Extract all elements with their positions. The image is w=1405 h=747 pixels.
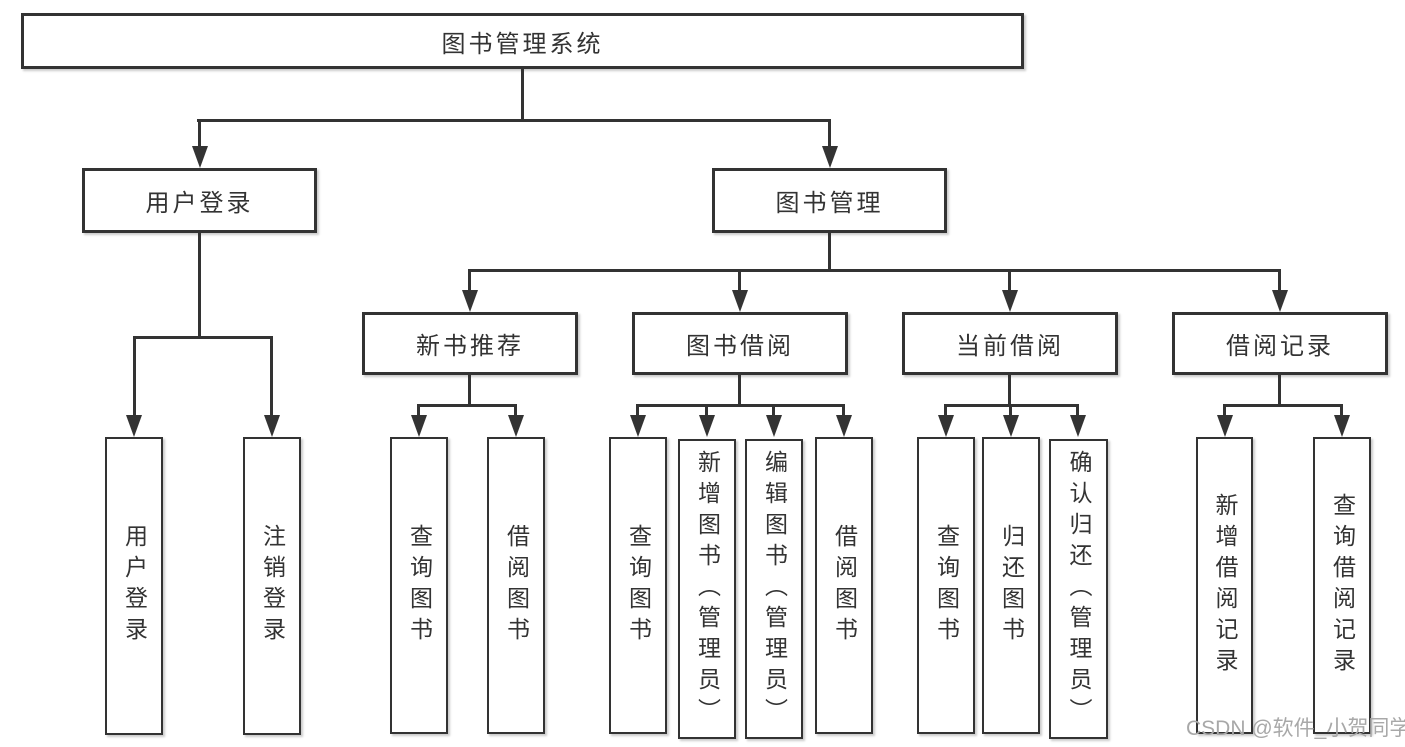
- node-book-management-label: 图书管理: [775, 190, 884, 217]
- connector: [198, 233, 201, 338]
- leaf-user-login: 用户登录: [105, 437, 163, 735]
- connector: [636, 404, 639, 416]
- leaf-recommend-borrow-book: 借阅图书: [487, 437, 545, 734]
- connector: [705, 404, 708, 416]
- leaf-borrow-borrow-book: 借阅图书: [815, 437, 873, 734]
- connector: [1009, 404, 1012, 416]
- leaf-borrow-query-book: 查询图书: [609, 437, 667, 734]
- connector: [521, 69, 524, 121]
- node-root-label: 图书管理系统: [441, 30, 604, 58]
- connector: [1008, 269, 1011, 292]
- connector: [842, 404, 845, 416]
- leaf-current-query-book-label: 查询图书: [933, 523, 960, 648]
- leaf-records-add-record-label: 新增借阅记录: [1212, 492, 1238, 679]
- leaf-current-confirm-return-admin-label: 确认归还（管理员）: [1066, 449, 1092, 729]
- connector: [198, 119, 201, 149]
- leaf-records-query-record-label: 查询借阅记录: [1329, 492, 1356, 679]
- connector: [133, 336, 273, 339]
- arrowhead-down-icon: [630, 415, 646, 437]
- connector: [828, 119, 831, 149]
- leaf-borrow-query-book-label: 查询图书: [625, 523, 652, 648]
- arrowhead-down-icon: [411, 415, 427, 437]
- connector: [1223, 404, 1226, 416]
- arrowhead-down-icon: [508, 415, 524, 437]
- leaf-user-login-label: 用户登录: [121, 524, 148, 648]
- node-book-management: 图书管理: [712, 168, 947, 233]
- arrowhead-down-icon: [1217, 415, 1233, 437]
- connector: [468, 373, 471, 406]
- leaf-recommend-query-book-label: 查询图书: [406, 523, 433, 648]
- arrowhead-down-icon: [1070, 415, 1086, 437]
- connector: [1076, 404, 1079, 416]
- leaf-borrow-edit-book-admin-label: 编辑图书（管理员）: [761, 449, 788, 729]
- connector: [133, 336, 136, 416]
- connector: [469, 269, 1281, 272]
- arrowhead-down-icon: [1002, 290, 1018, 312]
- arrowhead-down-icon: [1003, 415, 1019, 437]
- arrowhead-down-icon: [264, 415, 280, 437]
- connector: [514, 404, 517, 416]
- connector: [1278, 373, 1281, 406]
- arrowhead-down-icon: [938, 415, 954, 437]
- leaf-records-query-record: 查询借阅记录: [1313, 437, 1371, 734]
- leaf-current-return-book: 归还图书: [982, 437, 1040, 734]
- leaf-logout-label: 注销登录: [259, 524, 286, 648]
- connector: [1008, 373, 1011, 406]
- leaf-current-confirm-return-admin: 确认归还（管理员）: [1049, 439, 1108, 739]
- node-borrow-records-label: 借阅记录: [1226, 333, 1334, 360]
- connector: [417, 404, 517, 407]
- arrowhead-down-icon: [822, 146, 838, 168]
- arrowhead-down-icon: [462, 290, 478, 312]
- connector: [944, 404, 947, 416]
- connector: [738, 269, 741, 292]
- connector: [772, 404, 775, 416]
- arrowhead-down-icon: [836, 415, 852, 437]
- node-borrow-records: 借阅记录: [1172, 312, 1388, 375]
- connector: [197, 119, 831, 122]
- connector: [417, 404, 420, 416]
- connector: [1278, 269, 1281, 292]
- node-new-book-recommend-label: 新书推荐: [416, 333, 524, 360]
- csdn-watermark: CSDN @软件_小贺同学: [1186, 717, 1405, 740]
- node-user-login: 用户登录: [82, 168, 317, 233]
- arrowhead-down-icon: [1334, 415, 1350, 437]
- leaf-current-return-book-label: 归还图书: [998, 523, 1025, 648]
- arrowhead-down-icon: [732, 290, 748, 312]
- leaf-borrow-add-book-admin-label: 新增图书（管理员）: [694, 449, 721, 729]
- node-user-login-label: 用户登录: [145, 190, 254, 217]
- connector: [1340, 404, 1343, 416]
- leaf-recommend-borrow-book-label: 借阅图书: [503, 523, 530, 648]
- leaf-current-query-book: 查询图书: [917, 437, 975, 734]
- node-book-borrow: 图书借阅: [632, 312, 848, 375]
- arrowhead-down-icon: [126, 415, 142, 437]
- leaf-recommend-query-book: 查询图书: [390, 437, 448, 734]
- connector: [270, 336, 273, 416]
- arrowhead-down-icon: [1272, 290, 1288, 312]
- node-current-borrow: 当前借阅: [902, 312, 1118, 375]
- node-new-book-recommend: 新书推荐: [362, 312, 578, 375]
- arrowhead-down-icon: [699, 415, 715, 437]
- node-current-borrow-label: 当前借阅: [956, 333, 1064, 360]
- connector: [468, 269, 471, 292]
- node-root: 图书管理系统: [21, 13, 1024, 69]
- leaf-records-add-record: 新增借阅记录: [1196, 437, 1253, 734]
- leaf-borrow-edit-book-admin: 编辑图书（管理员）: [745, 439, 803, 739]
- connector: [738, 373, 741, 406]
- leaf-logout: 注销登录: [243, 437, 301, 735]
- connector: [1223, 404, 1343, 407]
- arrowhead-down-icon: [192, 146, 208, 168]
- connector: [636, 404, 845, 407]
- leaf-borrow-add-book-admin: 新增图书（管理员）: [678, 439, 736, 739]
- node-book-borrow-label: 图书借阅: [686, 333, 794, 360]
- leaf-borrow-borrow-book-label: 借阅图书: [831, 523, 858, 648]
- arrowhead-down-icon: [766, 415, 782, 437]
- connector: [828, 233, 831, 271]
